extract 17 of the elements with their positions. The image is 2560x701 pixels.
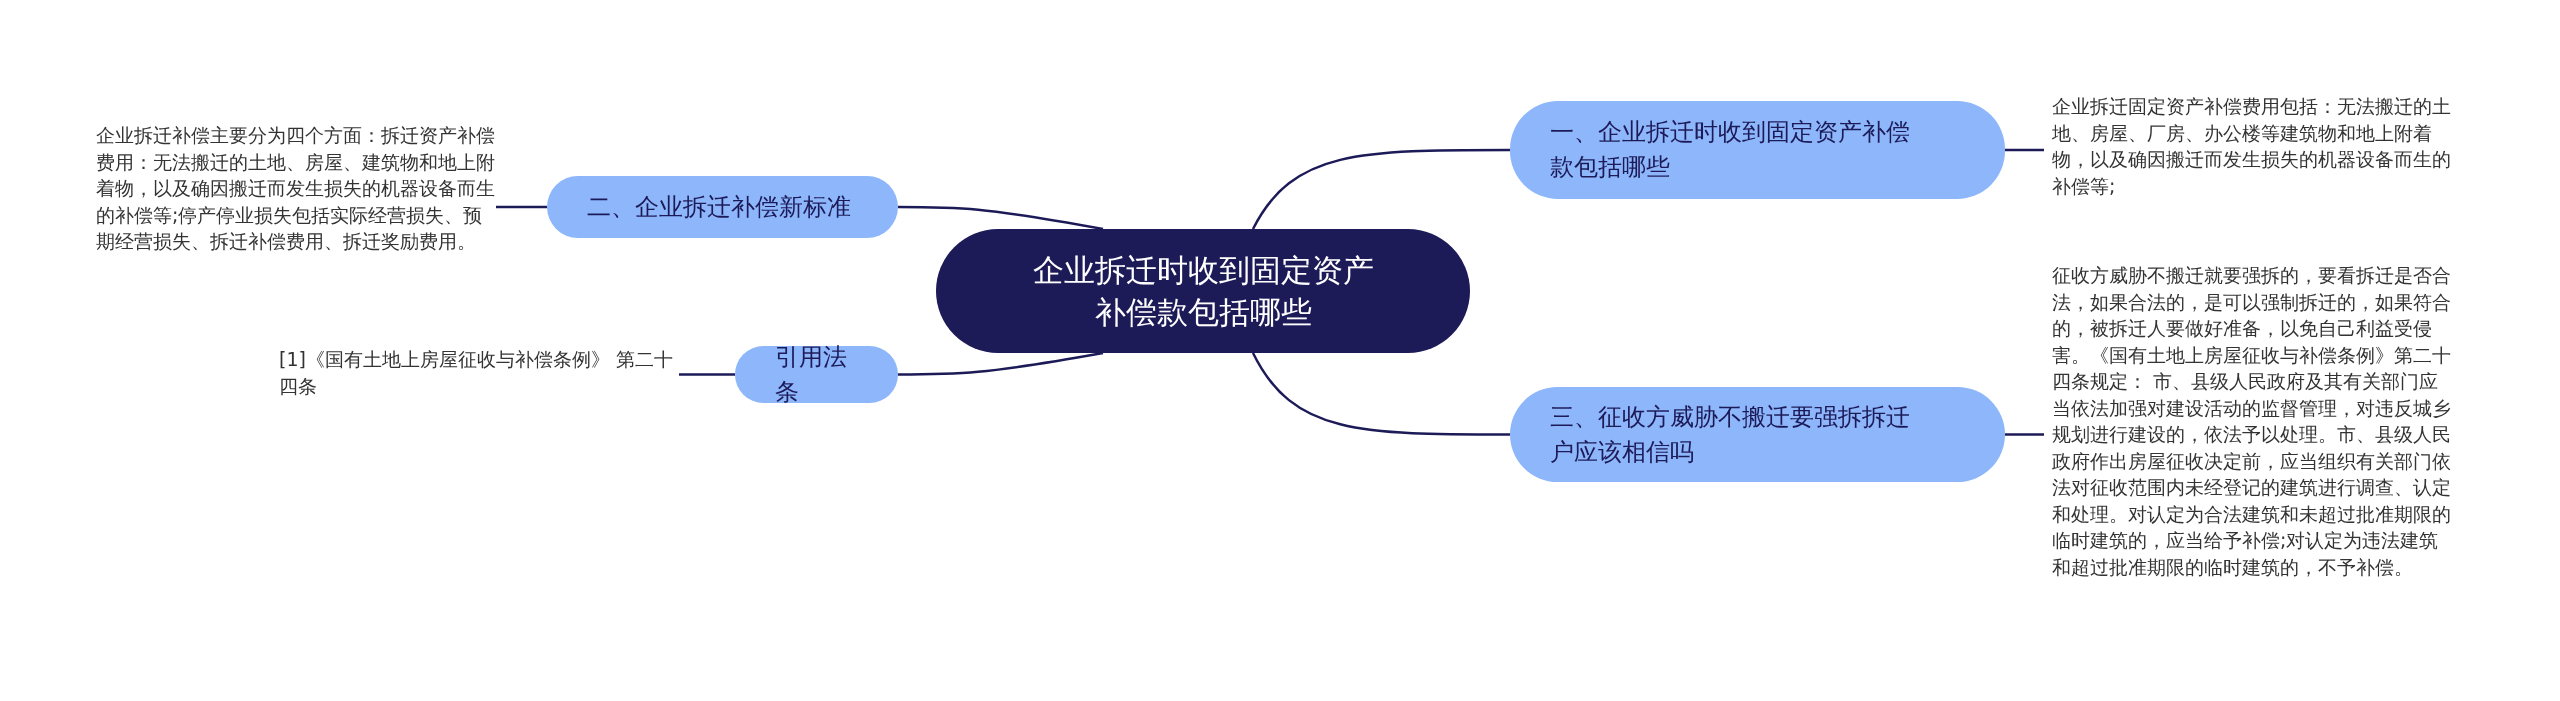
topic-box: 一、企业拆迁时收到固定资产补偿款包括哪些 bbox=[1510, 101, 2005, 199]
note-text: 企业拆迁补偿主要分为四个方面：拆迁资产补偿费用：无法搬迁的土地、房屋、建筑物和地上附着物，以及确因搬迁而发生损失的机器设备而生的补偿等;停产停业损失包括实际经营损失、预期经营损失、拆迁补偿费用、拆迁奖励费用。 bbox=[96, 122, 496, 286]
topic-box: 引用法条 bbox=[735, 346, 898, 403]
connector-line bbox=[1251, 352, 1510, 436]
connector-line bbox=[496, 205, 547, 209]
connector-line bbox=[898, 205, 1104, 231]
connector-line bbox=[2005, 433, 2044, 436]
connector-line bbox=[679, 373, 735, 376]
note-text: 企业拆迁固定资产补偿费用包括：无法搬迁的土地、房屋、厂房、办公楼等建筑物和地上附着物，以及确因搬迁而发生损失的机器设备而生的补偿等; bbox=[2052, 93, 2452, 205]
central-topic: 企业拆迁时收到固定资产补偿款包括哪些 bbox=[936, 229, 1470, 353]
topic-box: 二、企业拆迁补偿新标准 bbox=[547, 176, 898, 238]
connector-line bbox=[898, 351, 1104, 376]
topic-box: 三、征收方威胁不搬迁要强拆拆迁户应该相信吗 bbox=[1510, 387, 2005, 482]
note-text: 征收方威胁不搬迁就要强拆的，要看拆迁是否合法，如果合法的，是可以强制拆迁的，如果符合的，被拆迁人要做好准备，以免自己利益受侵害。《国有土地上房屋征收与补偿条例》第二十四条规定： 市、县级人民政府及其有关部门应当依法加强对建设活动的监督管理，对违反城乡规划进行建设的，依法予以处理。市、县级人民政府作出房屋征收决定前，应当组织有关部门依法对征收范围内未经登记的建筑进行调查、认定和处理。对认定为合法建筑和未超过批准期限的临时建筑的，应当给予补偿;对认定为违法建筑和超过批准期限的临时建筑的，不予补偿。 bbox=[2052, 262, 2452, 607]
connector-line bbox=[1251, 148, 1510, 230]
connector-line bbox=[2005, 148, 2044, 152]
note-text: [1]《国有土地上房屋征收与补偿条例》 第二十四条 bbox=[279, 346, 679, 402]
